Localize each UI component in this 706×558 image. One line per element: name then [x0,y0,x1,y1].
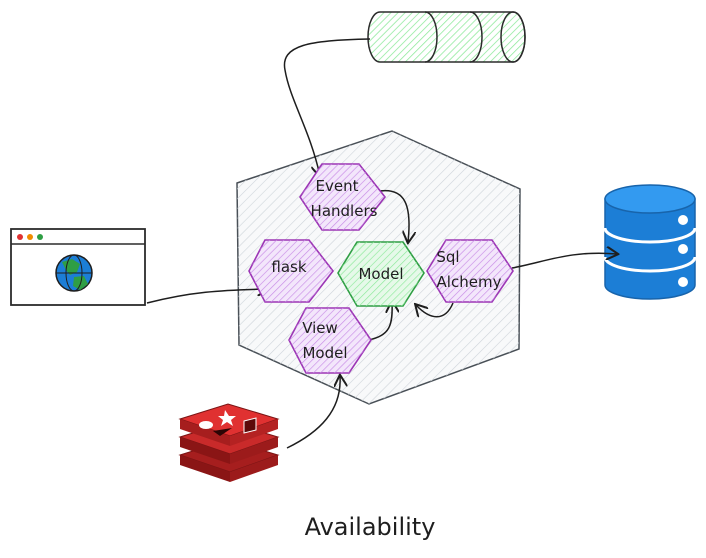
node-sql-alchemy: Sql Alchemy [426,239,514,303]
arrow-view-model-to-model [367,302,392,341]
arrow-sql-alchemy-to-model [416,303,454,317]
connection-arrows [146,38,617,449]
event-handlers-label-line1: Event [316,177,359,195]
event-handlers-label-line2: Handlers [311,202,378,220]
node-model: Model [337,241,425,307]
arrow-cache-to-view-model [286,376,340,449]
sql-alchemy-label-line1: Sql [436,248,459,266]
node-flask: flask [248,239,335,303]
sql-alchemy-label-line2: Alchemy [437,273,502,291]
model-label: Model [358,265,403,283]
database-icon [603,184,697,300]
node-view-model: View Model [288,307,372,374]
view-model-label-line1: View [302,319,338,337]
arrow-event-handlers-to-model [379,189,409,242]
message-queue-cylinder-icon [367,11,526,63]
arrow-queue-to-event-handlers [283,38,371,176]
arrow-sql-alchemy-to-database [511,253,617,269]
browser-window-globe-icon [10,228,146,306]
flask-label: flask [271,258,306,276]
view-model-label-line2: Model [302,344,347,362]
redis-cache-icon [178,403,280,482]
node-event-handlers: Event Handlers [299,163,387,231]
arrow-browser-to-flask [146,289,268,304]
diagram-title: Availability [305,513,436,541]
